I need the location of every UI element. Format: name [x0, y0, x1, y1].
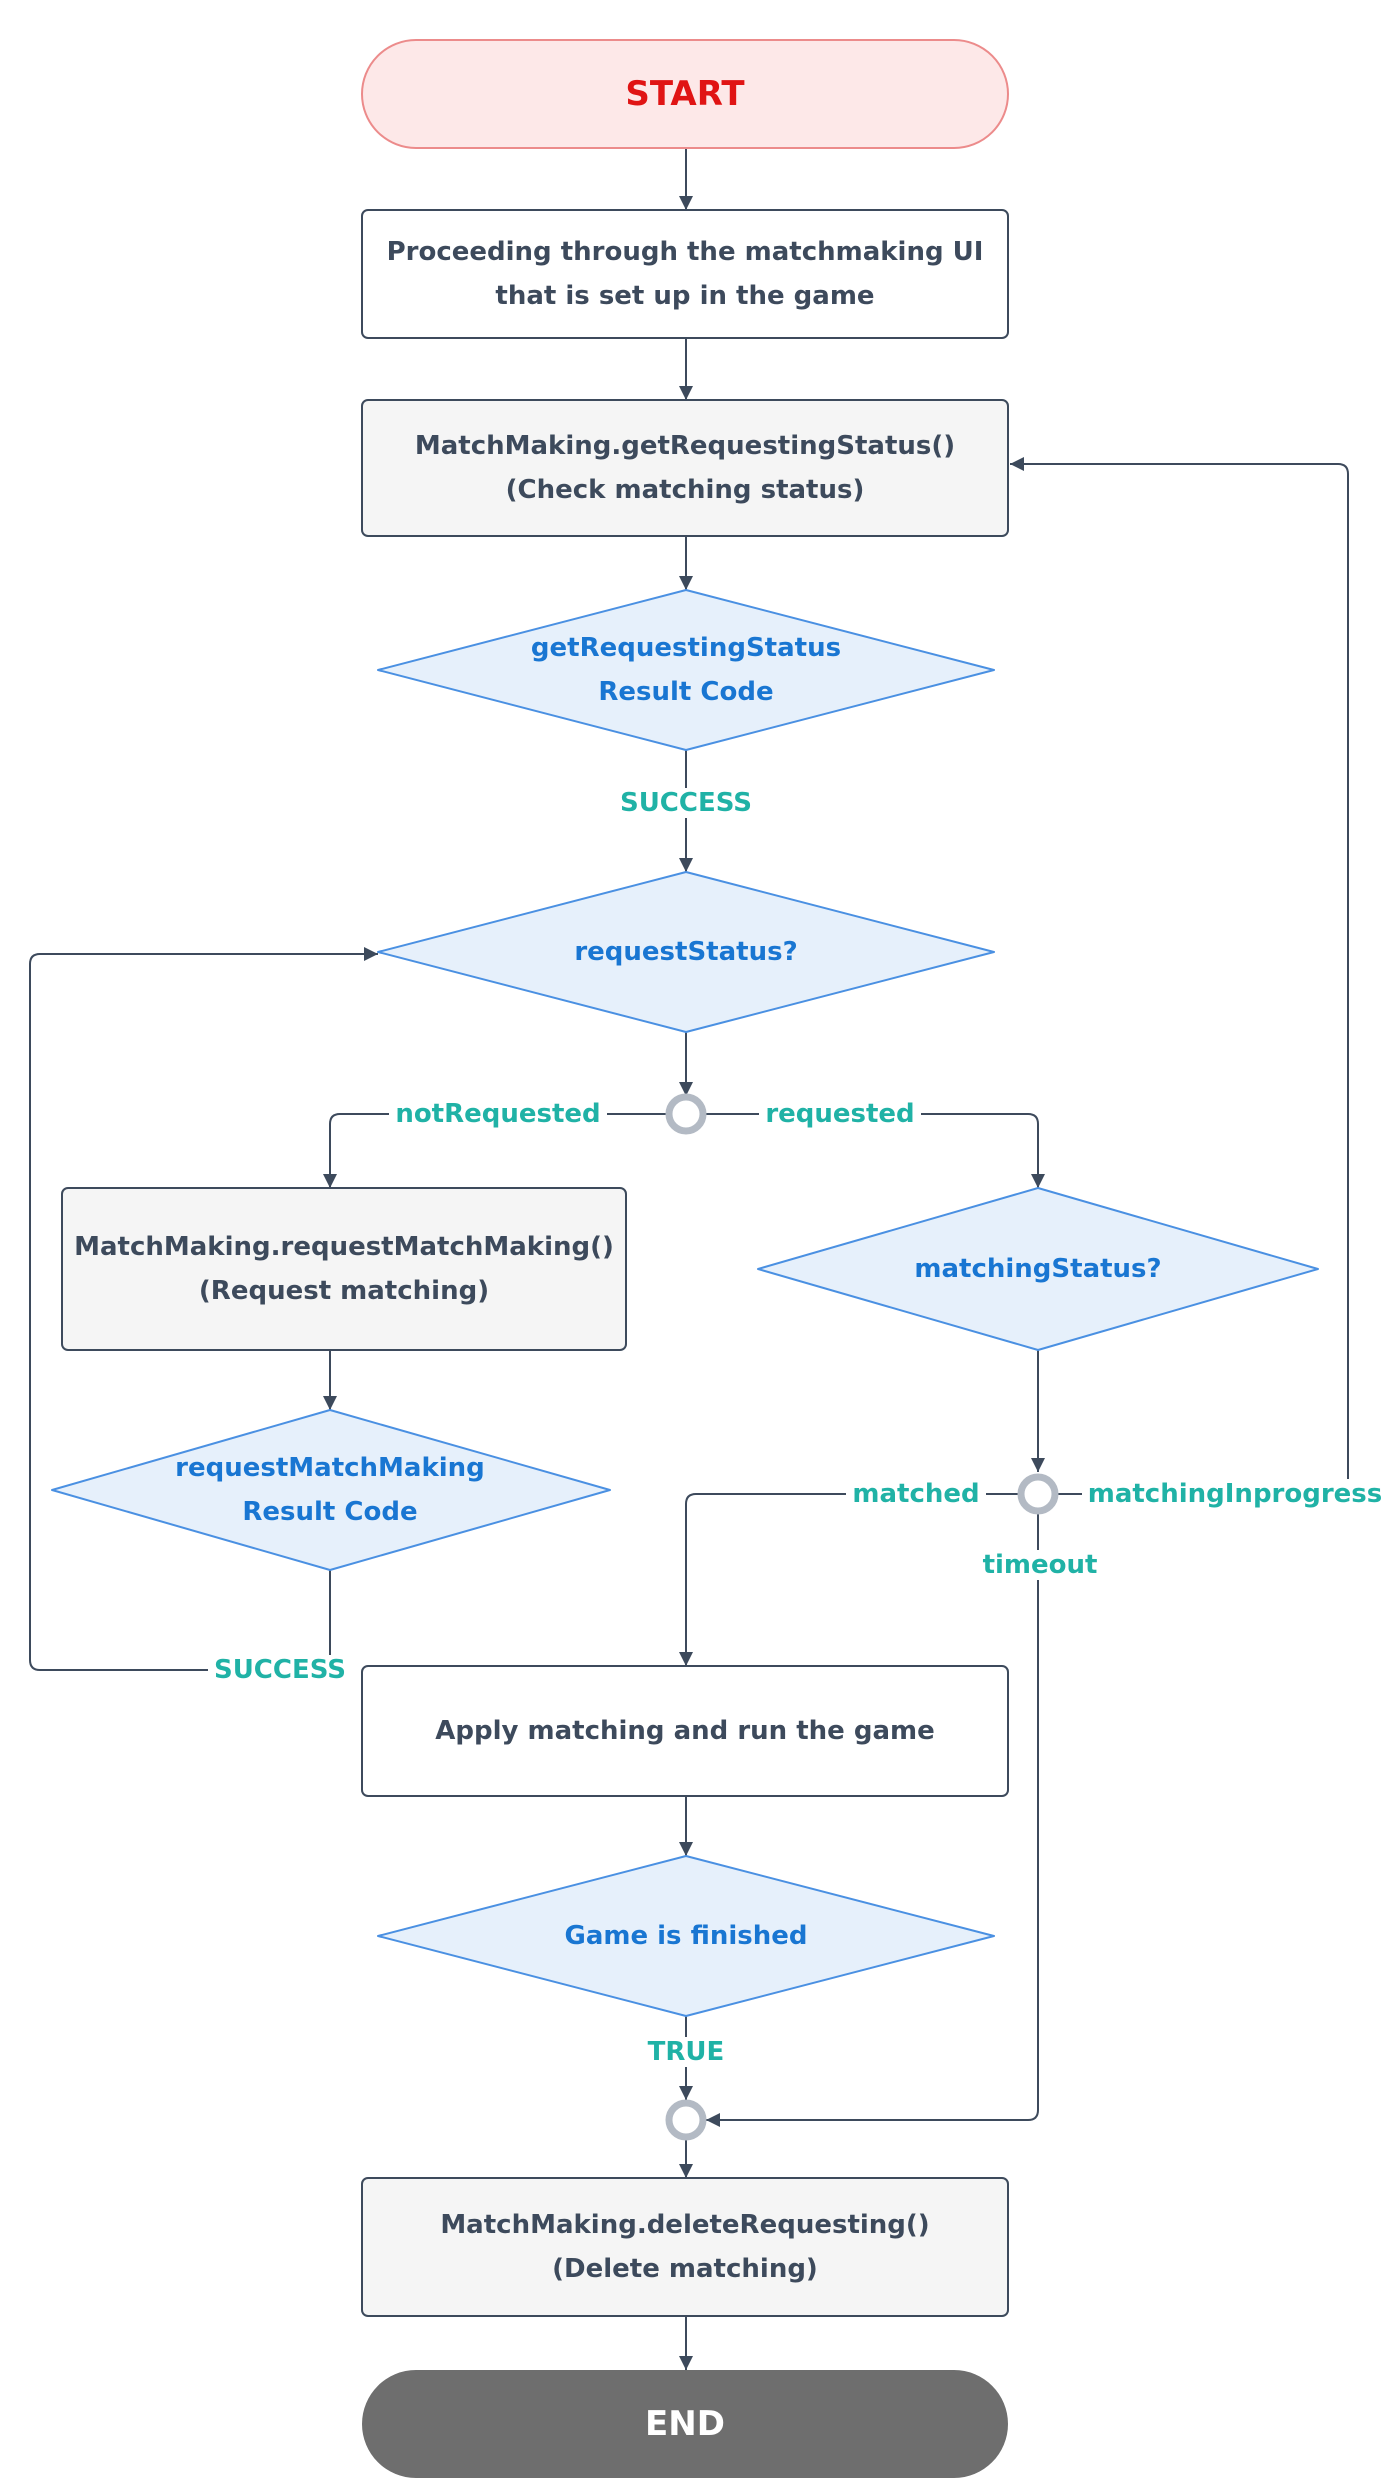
game-finished-text: Game is finished	[564, 1921, 808, 1951]
game-finished-decision	[377, 1855, 995, 2017]
get-status-process-box	[361, 399, 1009, 537]
get-status-result-line-1: getRequestingStatus	[530, 633, 842, 663]
edge-label-not-requested: notRequested	[378, 1097, 618, 1131]
edge-junction-inprogress	[1010, 457, 1349, 1495]
edge-label-true: TRUE	[596, 2035, 776, 2069]
apply-matching-label: Apply matching and run the game	[362, 1666, 1008, 1796]
delete-requesting-label: MatchMaking.deleteRequesting() (Delete m…	[362, 2178, 1008, 2316]
request-match-process-box	[61, 1187, 627, 1351]
end-terminal	[362, 2370, 1008, 2478]
edge-label-success-2: SUCCESS	[170, 1653, 390, 1687]
request-match-result-label: requestMatchMaking Result Code	[130, 1420, 530, 1560]
edge-label-true-text: TRUE	[641, 2037, 731, 2067]
proceed-label: Proceeding through the matchmaking UI th…	[362, 210, 1008, 338]
edge-label-matching-inprogress-text: matchingInprogress	[1081, 1479, 1389, 1509]
end-text: END	[645, 2404, 725, 2444]
get-status-result-line-2: Result Code	[598, 677, 774, 707]
edges	[29, 148, 1349, 2370]
edge-label-timeout-text: timeout	[976, 1550, 1104, 1580]
request-status-junction	[665, 1093, 707, 1135]
edge-junction-notrequested	[323, 1113, 666, 1188]
delete-requesting-line-1: MatchMaking.deleteRequesting()	[440, 2210, 930, 2240]
start-terminal	[361, 39, 1009, 149]
edge-label-success-2-text: SUCCESS	[207, 1655, 353, 1685]
game-finished-junction	[665, 2099, 707, 2141]
request-match-line-2: (Request matching)	[198, 1276, 490, 1306]
matching-status-text: matchingStatus?	[914, 1254, 1162, 1284]
request-match-result-line-2: Result Code	[242, 1497, 418, 1527]
start-text: START	[625, 74, 745, 114]
edge-label-matched: matched	[826, 1477, 1006, 1511]
request-match-label: MatchMaking.requestMatchMaking() (Reques…	[62, 1188, 626, 1350]
request-status-text: requestStatus?	[574, 937, 798, 967]
edge-label-requested: requested	[740, 1097, 940, 1131]
edge-label-timeout: timeout	[960, 1548, 1120, 1582]
edge-junction-matched	[679, 1493, 1018, 1666]
get-status-line-2: (Check matching status)	[505, 475, 865, 505]
proceed-process-box	[361, 209, 1009, 339]
request-status-decision	[377, 871, 995, 1033]
matching-status-label: matchingStatus?	[838, 1229, 1238, 1309]
matching-status-junction	[1017, 1473, 1059, 1515]
delete-requesting-line-2: (Delete matching)	[552, 2254, 818, 2284]
get-status-line-1: MatchMaking.getRequestingStatus()	[414, 431, 956, 461]
start-label: START	[362, 40, 1008, 148]
matching-status-decision	[757, 1187, 1319, 1351]
request-match-result-decision	[51, 1409, 611, 1571]
edge-label-requested-text: requested	[759, 1099, 921, 1129]
edge-label-matched-text: matched	[846, 1479, 986, 1509]
edge-junction-requested	[706, 1113, 1045, 1188]
get-status-result-label: getRequestingStatus Result Code	[478, 600, 894, 740]
edge-result2-back-to-requeststatus	[29, 947, 378, 1671]
get-status-label: MatchMaking.getRequestingStatus() (Check…	[362, 400, 1008, 536]
request-status-label: requestStatus?	[478, 912, 894, 992]
apply-matching-text: Apply matching and run the game	[435, 1716, 935, 1746]
proceed-line-2: that is set up in the game	[495, 281, 875, 311]
game-finished-label: Game is finished	[478, 1896, 894, 1976]
get-status-result-decision	[377, 589, 995, 751]
edge-label-not-requested-text: notRequested	[389, 1099, 607, 1129]
edge-junction-timeout	[706, 1514, 1039, 2127]
edge-label-success-1: SUCCESS	[566, 786, 806, 820]
proceed-line-1: Proceeding through the matchmaking UI	[386, 237, 984, 267]
edge-label-matching-inprogress: matchingInprogress	[1070, 1477, 1400, 1511]
request-match-result-line-1: requestMatchMaking	[175, 1453, 485, 1483]
end-label: END	[362, 2370, 1008, 2478]
apply-matching-process-box	[361, 1665, 1009, 1797]
delete-requesting-process-box	[361, 2177, 1009, 2317]
request-match-line-1: MatchMaking.requestMatchMaking()	[74, 1232, 614, 1262]
edge-label-success-1-text: SUCCESS	[613, 788, 759, 818]
